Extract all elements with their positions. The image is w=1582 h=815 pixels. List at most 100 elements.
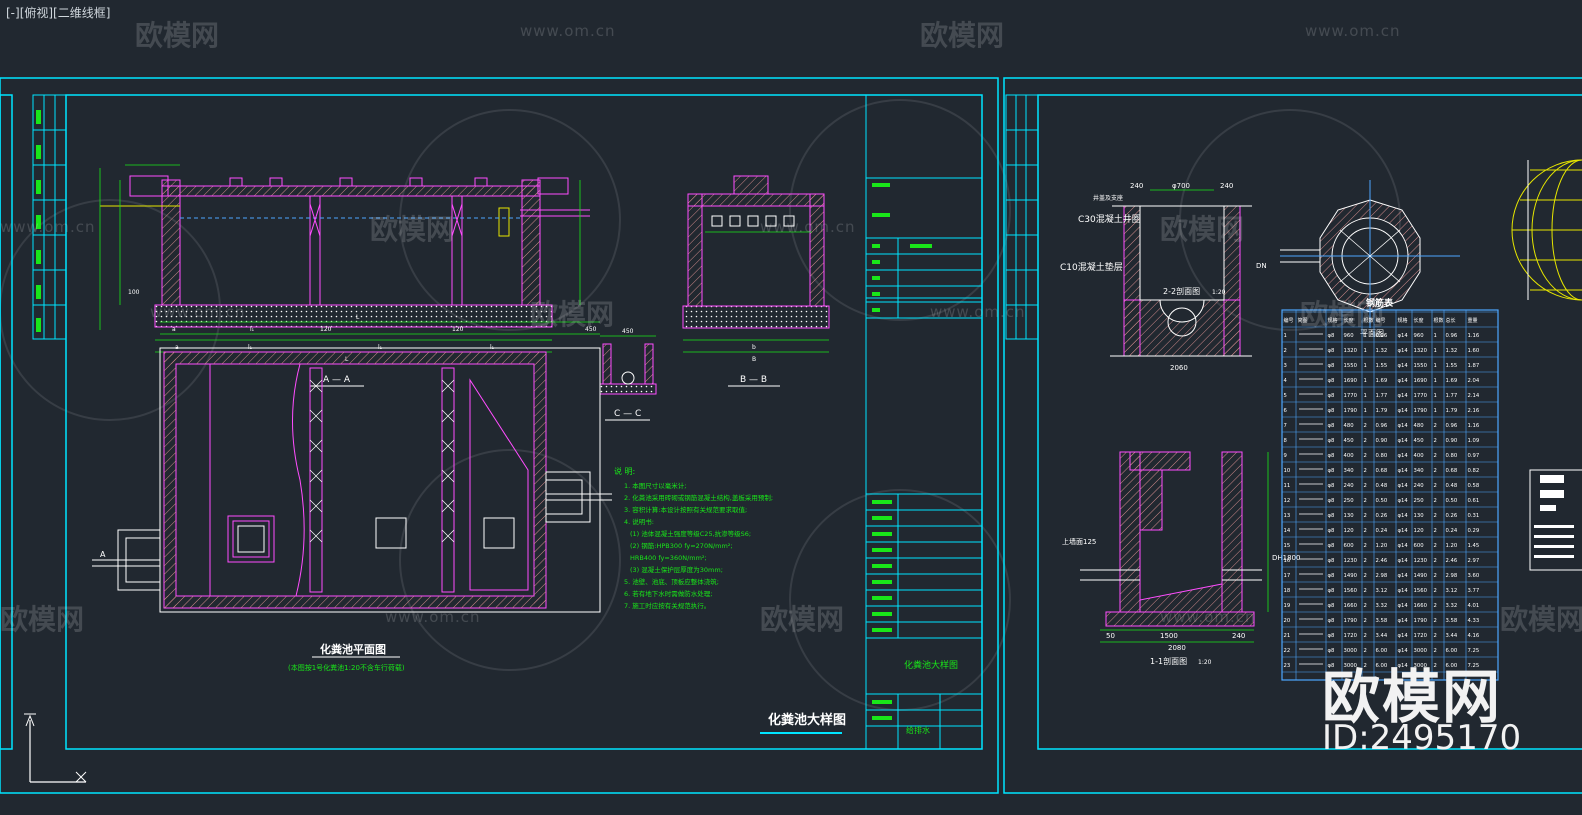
rebar-table-cell: 1 <box>1434 408 1437 414</box>
rebar-table-cell: 6.00 <box>1376 663 1388 669</box>
rebar-table-cell: 400 <box>1344 453 1355 459</box>
rebar-table-cell: 9 <box>1284 453 1287 459</box>
rebar-table-cell: 1320 <box>1414 348 1428 354</box>
rebar-table-cell: φ14 <box>1398 453 1409 459</box>
left-sheet[interactable]: 化粪池大样图 给排水 化粪池大样图 <box>0 77 999 794</box>
right-edge-legend <box>1529 469 1582 571</box>
septic-plan-view[interactable]: A L a l₁ 120 120 450 化粪池平面图 (本图按1号化粪池1:2… <box>92 314 612 672</box>
rebar-table-cell: 0.80 <box>1446 453 1458 459</box>
manhole-plan[interactable]: 平面图 DN <box>1256 180 1460 338</box>
rebar-table-cell: 7.25 <box>1468 663 1480 669</box>
rebar-table-cell: 1 <box>1434 333 1437 339</box>
rebar-table-cell: 0.31 <box>1468 513 1480 519</box>
section-22[interactable]: φ700 2060 240 240 C30混凝土井圈 C10混凝土垫层 井盖及支… <box>1060 182 1252 372</box>
rebar-table-cell: 1.55 <box>1446 363 1458 369</box>
rebar-table-cell: 6.00 <box>1376 648 1388 654</box>
rebar-table-cell: 250 <box>1414 498 1425 504</box>
rebar-table-cell: 1 <box>1434 393 1437 399</box>
rebar-table-cell: 12 <box>1284 498 1291 504</box>
rebar-table-cell: 15 <box>1284 543 1291 549</box>
rebar-table-cell: 1.69 <box>1376 378 1388 384</box>
rebar-table-cell: φ14 <box>1398 393 1409 399</box>
viewport-label[interactable]: [-][俯视][二维线框] <box>6 6 111 20</box>
rebar-table-cell: 3.32 <box>1376 603 1388 609</box>
rebar-table-cell: 2.04 <box>1468 378 1480 384</box>
section-11[interactable]: 1500 2080 50 240 上墙面125 DH1800 1-1剖面图 1:… <box>1062 451 1300 666</box>
rebar-table-cell: φ14 <box>1398 558 1409 564</box>
rebar-table-cell: φ8 <box>1328 348 1335 354</box>
rebar-table-cell: 1490 <box>1344 573 1358 579</box>
rebar-table-cell: 1790 <box>1414 618 1428 624</box>
rebar-table-cell: 2 <box>1434 558 1437 564</box>
rebar-table-cell: φ8 <box>1328 483 1335 489</box>
right-sheet[interactable]: φ700 2060 240 240 C30混凝土井圈 C10混凝土垫层 井盖及支… <box>1003 77 1582 794</box>
manhole-plan-title: 平面图 <box>1360 329 1384 338</box>
rebar-table-cell: φ14 <box>1398 483 1409 489</box>
rebar-table-cell: 0.26 <box>1446 513 1458 519</box>
rebar-table-cell: 3.12 <box>1446 588 1458 594</box>
svg-text:1500: 1500 <box>1160 632 1178 640</box>
svg-text:上墙面125: 上墙面125 <box>1062 537 1096 546</box>
rebar-table-cell: 1790 <box>1344 408 1358 414</box>
rebar-table-cell: φ8 <box>1328 513 1335 519</box>
rebar-table-cell: 1 <box>1364 408 1367 414</box>
rebar-table-cell: φ8 <box>1328 438 1335 444</box>
rebar-table-cell: 2 <box>1434 603 1437 609</box>
rebar-table-cell: 1660 <box>1414 603 1428 609</box>
rebar-table-cell: 1.16 <box>1468 423 1480 429</box>
rebar-table-cell: 240 <box>1344 483 1355 489</box>
rebar-table-cell: φ8 <box>1328 588 1335 594</box>
rebar-table-cell: φ14 <box>1398 498 1409 504</box>
rebar-table-cell: 0.96 <box>1376 333 1388 339</box>
rebar-table-cell: 1.20 <box>1446 543 1458 549</box>
svg-text:HRB400 fy=360N/mm²;: HRB400 fy=360N/mm²; <box>630 554 707 562</box>
rebar-table-cell: 7.25 <box>1468 648 1480 654</box>
svg-text:(1) 池体混凝土强度等级C25,抗渗等级S6;: (1) 池体混凝土强度等级C25,抗渗等级S6; <box>630 529 751 538</box>
rebar-table-cell: 2 <box>1434 618 1437 624</box>
rebar-table-cell: φ14 <box>1398 423 1409 429</box>
section-bb[interactable]: b B B — B <box>682 175 830 387</box>
rebar-table-header-cell: 长度 <box>1414 317 1424 324</box>
rebar-table-cell: 11 <box>1284 483 1291 489</box>
rebar-table-cell: 1230 <box>1414 558 1428 564</box>
rebar-table-cell: 1 <box>1364 348 1367 354</box>
rebar-table-cell: 2.98 <box>1376 573 1388 579</box>
rebar-table-cell: 1230 <box>1344 558 1358 564</box>
rebar-table-cell: 2 <box>1434 588 1437 594</box>
rebar-table-cell: 2 <box>1434 663 1437 669</box>
rebar-table-cell: 0.61 <box>1468 498 1480 504</box>
svg-text:φ700: φ700 <box>1172 182 1190 190</box>
rebar-table-cell: φ14 <box>1398 603 1409 609</box>
rebar-table-cell: 1770 <box>1344 393 1358 399</box>
rebar-table-cell: 1 <box>1434 348 1437 354</box>
rebar-table-cell: 3000 <box>1414 663 1428 669</box>
rebar-table-cell: φ8 <box>1328 558 1335 564</box>
rebar-table-cell: 960 <box>1414 333 1425 339</box>
rebar-table-header-cell: 重量 <box>1468 317 1478 324</box>
rebar-table-cell: 120 <box>1344 528 1355 534</box>
rebar-table-cell: 2.98 <box>1446 573 1458 579</box>
rebar-table-cell: 2 <box>1364 603 1367 609</box>
rebar-table-cell: φ8 <box>1328 573 1335 579</box>
rebar-table-cell: 1.55 <box>1376 363 1388 369</box>
rebar-table-cell: 1 <box>1364 378 1367 384</box>
rebar-table-cell: 3000 <box>1414 648 1428 654</box>
rebar-table-cell: 2 <box>1364 453 1367 459</box>
rebar-table-cell: 2 <box>1434 498 1437 504</box>
rebar-table-cell: φ8 <box>1328 543 1335 549</box>
section-cc[interactable]: 450 C — C <box>599 328 657 421</box>
rebar-table-cell: 1320 <box>1344 348 1358 354</box>
rebar-table-cell: 2 <box>1364 498 1367 504</box>
rebar-table-cell: 3.58 <box>1376 618 1388 624</box>
svg-text:DN: DN <box>1256 262 1267 270</box>
rebar-table-cell: 1.79 <box>1446 408 1458 414</box>
rebar-table-cell: 4.16 <box>1468 633 1480 639</box>
sheet-title: 化粪池大样图 <box>768 712 846 728</box>
rebar-table-cell: 4.33 <box>1468 618 1480 624</box>
rebar-table-cell: φ8 <box>1328 618 1335 624</box>
rebar-table-cell: 1790 <box>1414 408 1428 414</box>
rebar-table-cell: φ8 <box>1328 393 1335 399</box>
svg-text:C10混凝土垫层: C10混凝土垫层 <box>1060 261 1123 273</box>
